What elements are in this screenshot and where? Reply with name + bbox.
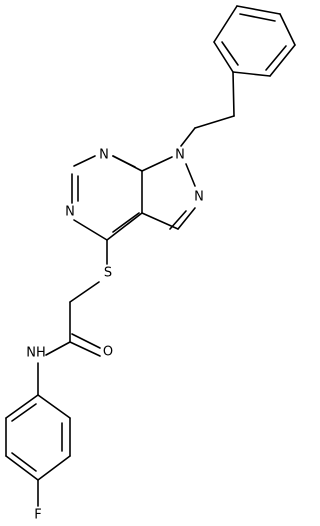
bond (141, 212, 179, 230)
bond (69, 341, 101, 357)
atom-label-s: S (104, 266, 112, 281)
bond (180, 127, 196, 147)
bond (37, 394, 71, 419)
atom-label-n4: N (65, 205, 75, 220)
atom-label-n3: N (99, 148, 109, 163)
bond (11, 452, 37, 472)
bond (112, 212, 140, 233)
bond (177, 207, 196, 230)
bond (265, 45, 287, 71)
bond (236, 5, 281, 15)
atom-label-n2: N (194, 190, 204, 205)
molecule-diagram: N N N N S O NH F (5, 5, 296, 523)
bond (185, 163, 196, 187)
bond (194, 115, 235, 129)
bond (37, 455, 71, 481)
bond (106, 212, 143, 241)
bond (11, 403, 37, 422)
bond (71, 333, 101, 349)
bond (45, 341, 71, 356)
atom-label-f: F (34, 508, 41, 523)
bond (69, 281, 100, 303)
bond (141, 156, 173, 172)
bond (112, 155, 136, 168)
bond (239, 13, 276, 22)
bond (73, 219, 108, 241)
bond (213, 41, 234, 73)
bond (269, 44, 296, 77)
bond (5, 394, 39, 419)
bonds (5, 5, 296, 507)
bond (232, 71, 235, 117)
bond (73, 155, 96, 167)
bond (5, 455, 39, 481)
bond (232, 71, 271, 77)
structure-drawing: N N N N S O NH F (5, 5, 296, 523)
atom-labels: N N N N S O NH F (26, 148, 204, 523)
bond (279, 13, 296, 46)
atom-label-nh: NH (26, 346, 46, 361)
atom-label-o: O (103, 345, 113, 360)
bond (221, 41, 239, 66)
bond (213, 5, 238, 43)
atom-label-n1: N (175, 148, 185, 163)
